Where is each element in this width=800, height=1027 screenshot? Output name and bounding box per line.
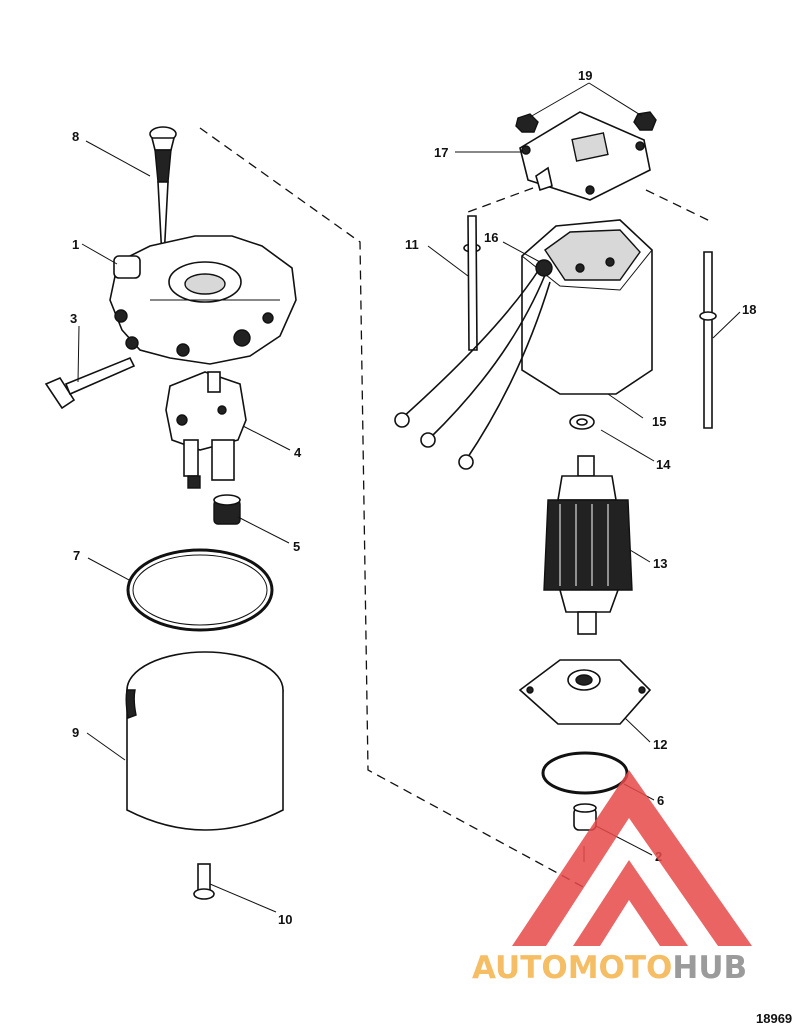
part-12-end-plate: [518, 659, 652, 725]
callout-15: 15: [652, 414, 666, 429]
part-13-armature: [543, 455, 633, 635]
callout-10: 10: [278, 912, 292, 927]
callout-5: 5: [293, 539, 300, 554]
watermark-logo-triangle: [512, 770, 752, 946]
callout-4: 4: [294, 445, 302, 460]
callout-3: 3: [70, 311, 77, 326]
callout-1: 1: [72, 237, 79, 252]
callout-14: 14: [656, 457, 671, 472]
callout-18: 18: [742, 302, 756, 317]
watermark-text-part1: AUTOMOTO: [472, 950, 672, 986]
alignment-dashed-lines: [199, 127, 713, 889]
part-11-through-bolt: [463, 215, 481, 351]
callout-16: 16: [484, 230, 498, 245]
part-9-reservoir: [125, 651, 284, 831]
part-17-end-cap: [519, 111, 651, 201]
callout-11: 11: [405, 237, 419, 252]
callout-6: 6: [657, 793, 664, 808]
part-6-o-ring: [541, 751, 629, 795]
part-4-valve-body: [165, 371, 247, 489]
part-5-filter-plug: [213, 494, 241, 525]
watermark-logo-inner: [573, 860, 688, 946]
part-14-washer: [569, 414, 595, 430]
callout-8: 8: [72, 129, 79, 144]
watermark-text: AUTOMOTOHUB: [472, 950, 747, 986]
callout-12: 12: [653, 737, 667, 752]
part-15-motor-frame: [394, 219, 653, 470]
callout-9: 9: [72, 725, 79, 740]
watermark-text-part2: HUB: [672, 950, 747, 986]
callout-labels: 8 1 3 4 5 7 9 10 19 17 11 16 18 15 14 13…: [70, 68, 756, 927]
leader-lines: [77, 82, 741, 913]
part-1-pump-housing: [109, 235, 297, 365]
part-10-screw: [193, 863, 215, 900]
part-18-through-bolt: [699, 251, 717, 429]
callout-7: 7: [73, 548, 80, 563]
callout-17: 17: [434, 145, 448, 160]
part-3-fitting: [44, 356, 136, 410]
callout-13: 13: [653, 556, 667, 571]
callout-19: 19: [578, 68, 592, 83]
figure-id: 18969: [756, 1011, 792, 1026]
part-16-grommet: [535, 259, 553, 277]
part-19-nuts: [515, 111, 657, 133]
part-7-o-ring: [126, 548, 274, 632]
part-8-vent-screw: [149, 126, 177, 259]
automotohub-watermark: AUTOMOTOHUB: [472, 770, 752, 986]
